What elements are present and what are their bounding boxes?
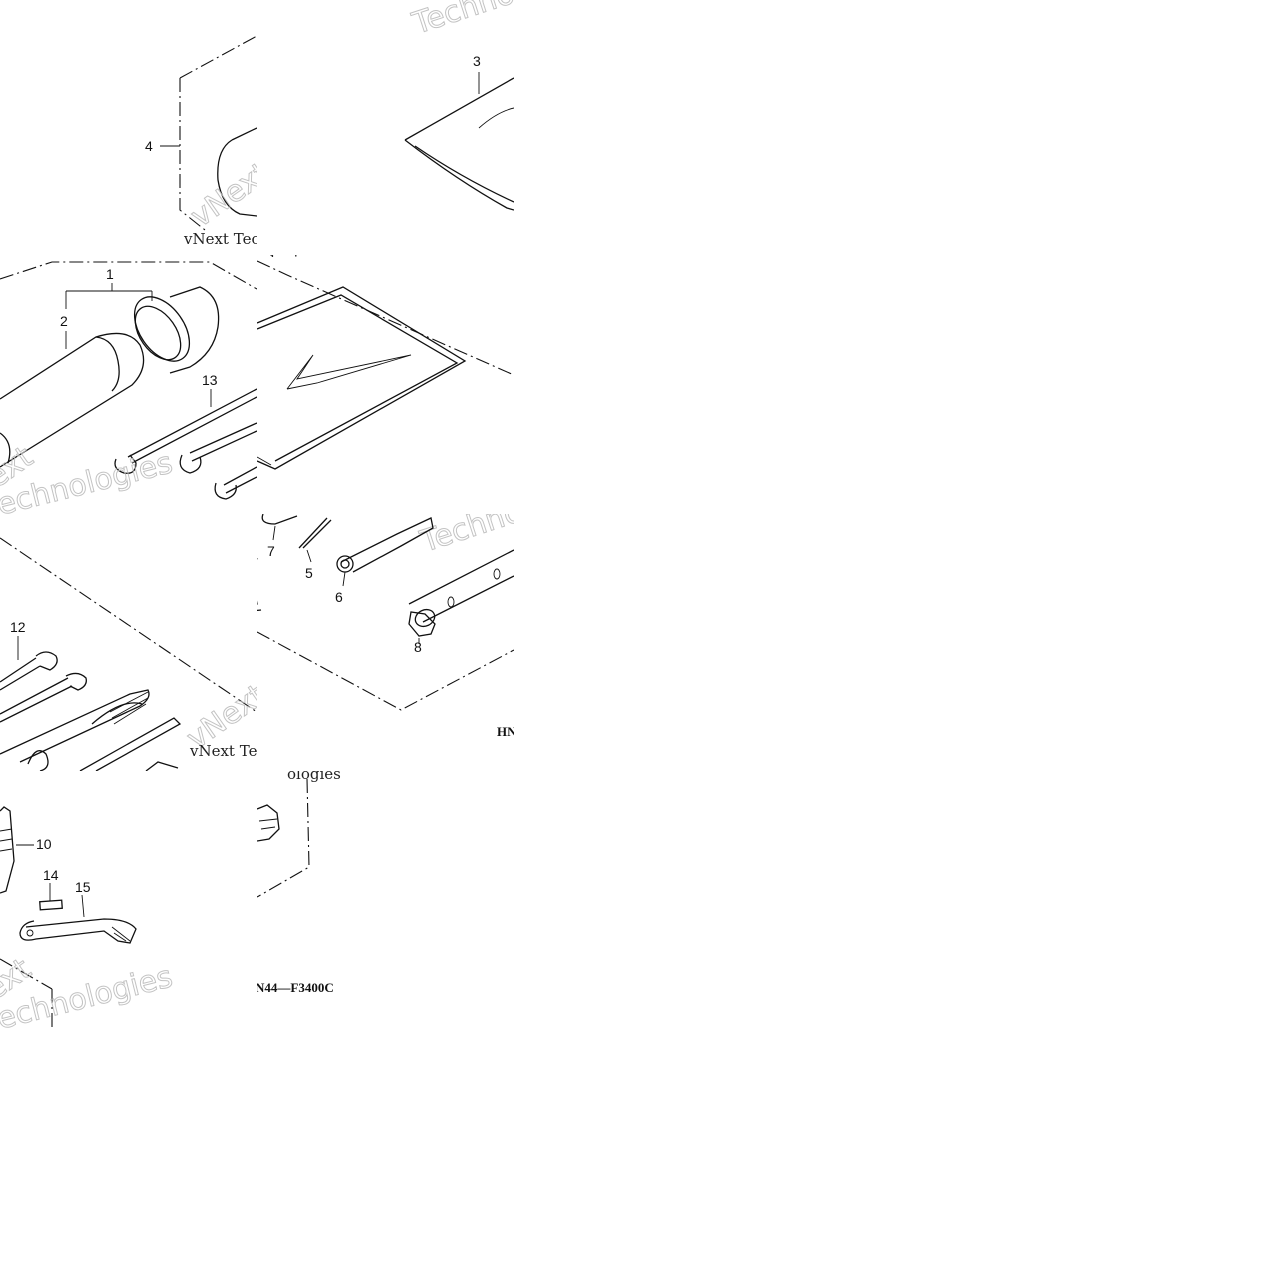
diagram-tile-tool-pouch: Techno 3 ologies 11 [257,0,514,257]
callout-7: 7 [267,543,275,559]
callout-8: 8 [414,639,422,655]
callout-3: 3 [473,53,481,69]
diagram-tile-tool-tube: 1 2 13 ext echnologies [0,257,257,514]
diagram-tile-plug-wrench: 10 14 15 ext echnologies [0,771,257,1028]
toolbag-case-drawing: 4 vNext Tec vNext [145,35,257,248]
watermark-text: Techno [408,0,514,42]
cap-nut-drawing: ologies N44—F3400C [257,771,341,995]
diagram-tile-tool-sheet [257,257,514,514]
watermark-text: ologies [287,771,341,783]
callout-2: 2 [60,313,68,329]
wrenches-drawing: 12 vNext vNext Tec [0,537,257,771]
diagram-tile-wrenches: 12 vNext vNext Tec [0,514,257,771]
callout-10: 10 [36,836,52,852]
callout-5: 5 [305,565,313,581]
callout-13: 13 [202,372,218,388]
tool-pouch-drawing: Techno 3 ologies 11 [261,0,514,257]
plug-wrench-drawing: 10 14 15 ext echnologies [0,806,177,1028]
diagram-tile-toolbag-case: 4 vNext Tec vNext [0,0,257,257]
tool-tube-drawing: 1 2 13 ext echnologies [0,261,257,514]
callout-1: 1 [106,266,114,282]
diagram-tile-cap-nut: ologies N44—F3400C [257,771,514,1028]
callout-15: 15 [75,879,91,895]
callout-12: 12 [10,619,26,635]
callout-4: 4 [145,138,153,154]
diagram-tile-sockets: Techno 7 5 6 8 HN [257,514,514,771]
watermark-text: vNext Tec [183,230,257,248]
callout-6: 6 [335,589,343,605]
diagram-code: N44—F3400C [257,980,334,995]
diagram-code-partial: HN [497,724,514,739]
watermark-text: Techno [416,514,514,560]
tool-sheet-drawing [257,260,514,470]
callout-14: 14 [43,867,59,883]
watermark-text: ologies [261,252,315,257]
sockets-drawing: Techno 7 5 6 8 HN [257,514,514,739]
watermark-text: vNext Tec [189,742,257,760]
watermark-text: vNext [185,155,257,234]
